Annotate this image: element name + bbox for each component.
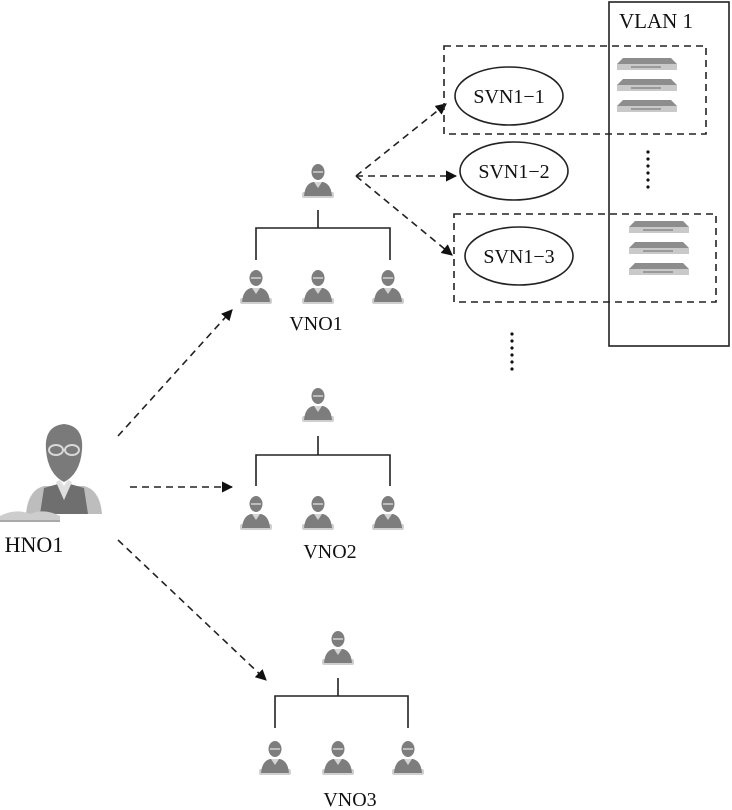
vno3-member-person-icon	[259, 741, 291, 775]
vno3-label: VNO3	[323, 789, 376, 810]
vno2-member-person-icon	[240, 496, 272, 530]
vno3-tree-lines	[274, 678, 409, 728]
arrow-hno-vno3	[117, 539, 267, 681]
svn-ellipsis-icon	[510, 332, 514, 371]
vno2-manager-person-icon	[302, 388, 334, 422]
vno2-label: VNO2	[303, 541, 356, 563]
server-icon	[629, 263, 689, 275]
vno2-group: VNO2	[240, 388, 404, 563]
vno1-member-person-icon	[240, 270, 272, 304]
vlan-box	[608, 1, 730, 347]
vno1-tree-lines	[255, 210, 391, 260]
server-icon	[617, 100, 677, 112]
vno1-label: VNO1	[289, 313, 342, 335]
vlan-label: VLAN 1	[619, 9, 693, 33]
hno-person-icon	[0, 424, 102, 522]
server-ellipsis-icon	[646, 150, 650, 189]
vno1-member-person-icon	[372, 270, 404, 304]
server-icon	[629, 242, 689, 254]
vno1-member-person-icon	[302, 270, 334, 304]
svn3-label: SVN1−3	[483, 246, 554, 268]
svn3-node: SVN1−3	[464, 226, 574, 286]
vno2-member-person-icon	[302, 496, 334, 530]
arrow-hno-vno1	[117, 309, 233, 437]
hno-label: HNO1	[5, 532, 64, 557]
server-icon	[617, 79, 677, 91]
svn2-node: SVN1−2	[459, 141, 569, 201]
vno3-member-person-icon	[392, 741, 424, 775]
server-icon	[629, 221, 689, 233]
server-icon	[617, 58, 677, 70]
svn2-label: SVN1−2	[478, 161, 549, 183]
vno3-group: VNO3	[259, 631, 424, 810]
svn1-group-box	[443, 45, 707, 135]
vno1-manager-person-icon	[302, 164, 334, 198]
vno2-member-person-icon	[372, 496, 404, 530]
vno3-manager-person-icon	[322, 631, 354, 665]
arrow-vno1-svn3	[355, 175, 453, 256]
vno1-group: VNO1	[240, 164, 404, 335]
svn1-label: SVN1−1	[473, 86, 544, 108]
svn1-node: SVN1−1	[454, 66, 564, 126]
arrow-vno1-svn1	[355, 103, 447, 177]
vno2-tree-lines	[255, 436, 391, 486]
vno3-member-person-icon	[322, 741, 354, 775]
svn3-group-box	[453, 213, 717, 303]
